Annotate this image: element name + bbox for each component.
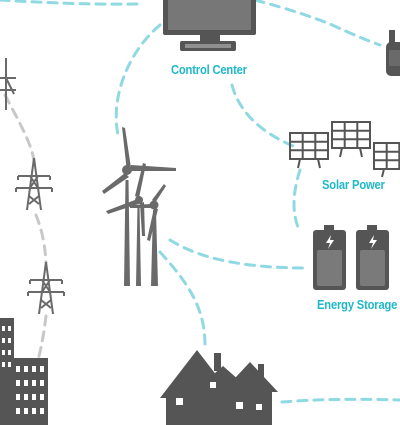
link-wind-to-storage <box>168 238 310 270</box>
transmission-tower-icon <box>0 58 16 110</box>
battery-icon <box>356 225 389 290</box>
control-center-label: Control Center <box>171 62 247 77</box>
solar-power-label: Solar Power <box>322 177 385 192</box>
link-top-right <box>253 0 382 47</box>
transmission-tower-icon <box>15 157 53 211</box>
link-solar-to-storage <box>292 168 302 234</box>
solar-panels-icon <box>289 121 400 178</box>
city-buildings-icon <box>0 318 48 425</box>
houses-icon <box>160 350 278 425</box>
energy-storage-label: Energy Storage <box>317 297 398 312</box>
transmission-tower-icon <box>27 261 65 315</box>
monitor-icon <box>163 0 256 51</box>
link-home-to-right <box>280 397 400 404</box>
teal-connection-lines <box>0 0 400 404</box>
link-top-left <box>0 0 142 6</box>
battery-icon <box>313 225 346 290</box>
link-wind-to-home <box>158 250 207 347</box>
smart-meter-icon <box>386 30 400 76</box>
wind-turbines-icon <box>102 127 176 286</box>
link-control-to-solar <box>230 83 300 150</box>
link-control-to-wind <box>114 23 162 137</box>
